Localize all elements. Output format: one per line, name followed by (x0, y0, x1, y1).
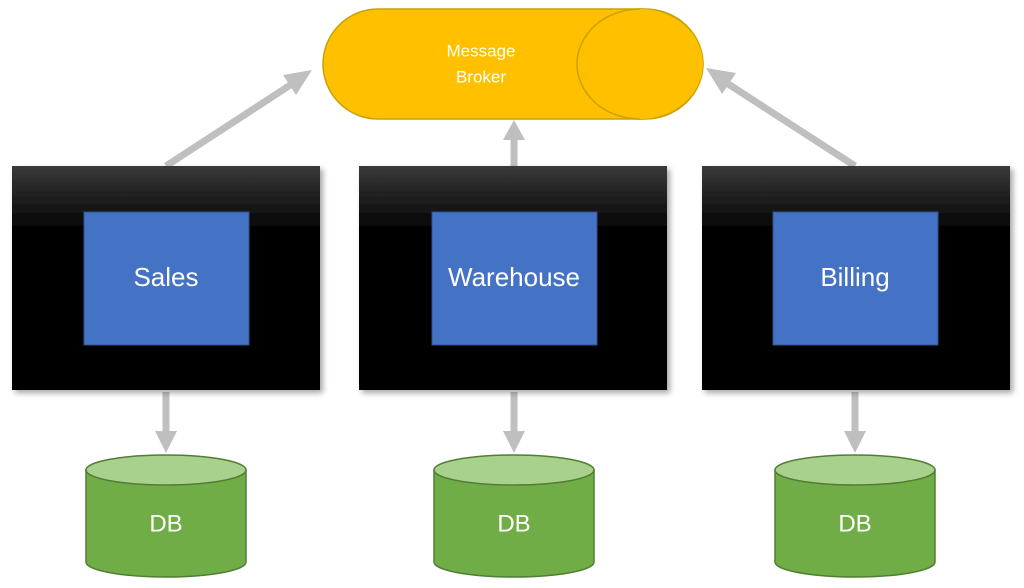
arrow-warehouse-to-db (503, 392, 525, 453)
database-sales: DB (85, 454, 247, 578)
arrow-billing-to-broker (706, 68, 857, 169)
service-billing-label: Billing (820, 262, 889, 292)
service-warehouse-label: Warehouse (448, 262, 580, 292)
database-warehouse: DB (433, 454, 595, 578)
broker-label-line2: Broker (456, 67, 506, 86)
arrow-sales-to-broker (164, 70, 312, 169)
broker-label-line1: Message (447, 41, 516, 60)
service-sales-box (83, 211, 250, 346)
service-billing-box (772, 211, 939, 346)
arrow-warehouse-to-broker (503, 120, 525, 166)
database-billing: DB (774, 454, 936, 578)
arrow-sales-to-db (155, 392, 177, 453)
arrow-billing-to-db (844, 392, 866, 453)
message-broker: Message Broker (322, 8, 704, 120)
service-warehouse: Warehouse (359, 166, 667, 390)
service-billing: Billing (702, 166, 1010, 390)
service-sales: Sales (12, 166, 320, 390)
database-billing-label: DB (838, 510, 871, 537)
service-sales-label: Sales (133, 262, 198, 292)
service-warehouse-box (431, 211, 598, 346)
database-sales-label: DB (149, 510, 182, 537)
database-warehouse-label: DB (497, 510, 530, 537)
